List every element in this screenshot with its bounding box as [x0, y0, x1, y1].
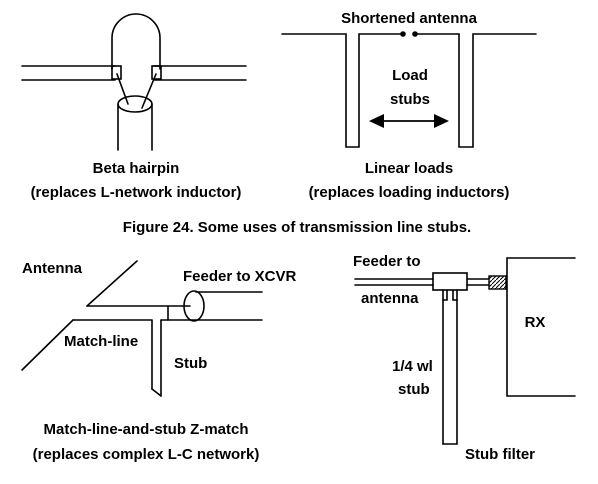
antenna-label: Antenna	[22, 260, 83, 277]
linear-loads-sublabel: (replaces loading inductors)	[309, 184, 510, 201]
feeder-coax-end	[183, 290, 205, 322]
antenna-element-upper-diagonal	[86, 260, 138, 307]
figure-caption: Figure 24. Some uses of transmission lin…	[123, 219, 471, 236]
stub-filter-stub-label: stub	[398, 381, 430, 398]
linear-loads-diagram: Shortened antenna Load stubs Linear load…	[281, 10, 537, 201]
stub-neck-left	[442, 289, 448, 301]
shortened-antenna-label: Shortened antenna	[341, 10, 478, 27]
feeder-to-xcvr-label: Feeder to XCVR	[183, 268, 297, 285]
z-match-label: Match-line-and-stub Z-match	[44, 421, 249, 438]
beta-hairpin-sublabel: (replaces L-network inductor)	[31, 184, 242, 201]
beta-hairpin-diagram: Beta hairpin (replaces L-network inducto…	[21, 13, 247, 201]
feedpoint-left-terminal	[111, 65, 122, 80]
left-load-stub	[281, 33, 402, 148]
coax-end	[117, 95, 153, 113]
feedpoint-right-terminal	[151, 65, 162, 80]
stub-filter-label: Stub filter	[465, 446, 535, 463]
stubs-label: stubs	[390, 91, 430, 108]
linear-loads-label: Linear loads	[365, 160, 453, 177]
feeder-to-label: Feeder to	[353, 253, 421, 270]
hairpin-loop	[111, 13, 161, 70]
stub-short	[151, 388, 162, 397]
match-line-label: Match-line	[64, 333, 138, 350]
stub-filter-antenna-label: antenna	[361, 290, 419, 307]
double-arrow-left-head	[369, 114, 384, 128]
stub-neck-right	[452, 289, 458, 301]
beta-hairpin-label: Beta hairpin	[93, 160, 180, 177]
quarter-wl-label: 1/4 wl	[392, 358, 433, 375]
stub-filter-diagram: Feeder to antenna RX 1/4 wl stub Stub fi…	[353, 253, 576, 463]
coax-lead-right	[141, 73, 157, 109]
rx-label: RX	[525, 314, 546, 331]
load-label: Load	[392, 67, 428, 84]
tee-connector	[432, 272, 468, 291]
rx-input-connector	[488, 275, 507, 290]
right-load-stub	[416, 33, 537, 148]
z-match-sublabel: (replaces complex L-C network)	[33, 446, 260, 463]
coax-lead-left	[116, 73, 129, 105]
stub-label: Stub	[174, 355, 207, 372]
feedpoint-dot-left	[400, 31, 406, 37]
rx-box	[506, 257, 576, 397]
antenna-element-lower-diagonal	[21, 319, 74, 371]
z-match-diagram: Antenna Feeder to XCVR Match-line Stub M…	[21, 260, 297, 463]
double-arrow-right-head	[434, 114, 449, 128]
feedpoint-dot-right	[412, 31, 418, 37]
